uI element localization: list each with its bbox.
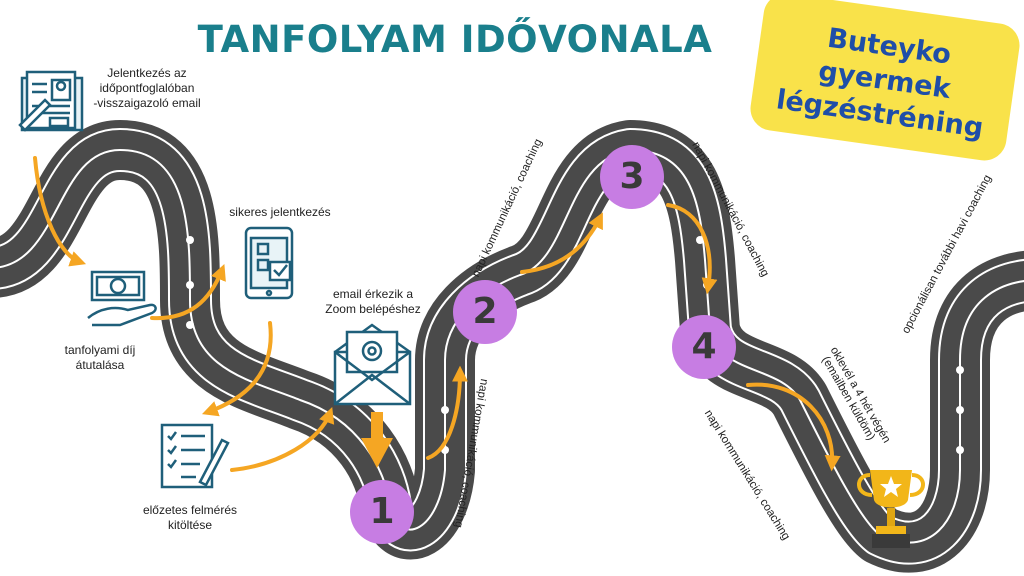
step-5-line-2: Zoom belépéshez [325, 302, 421, 316]
step-5-label: email érkezik a Zoom belépéshez [308, 287, 438, 317]
marker-2: 2 [453, 280, 517, 344]
trophy-icon [857, 470, 925, 548]
step-5-line-1: email érkezik a [332, 287, 414, 301]
course-name: Buteyko gyermek légzéstréning [750, 13, 1020, 150]
marker-4: 4 [672, 315, 736, 379]
marker-3: 3 [600, 145, 664, 209]
arrow-1 [33, 156, 87, 267]
arrow-2 [150, 264, 226, 321]
arrow-5 [426, 365, 468, 460]
step-3-label: sikeres jelentkezés [215, 205, 345, 220]
step-1-line-2: időpontfoglalóban [99, 81, 195, 95]
money-payment-icon [87, 270, 157, 327]
step-4-line-2: kitöltése [167, 518, 213, 532]
arrow-4 [230, 407, 335, 472]
step-2-line-2: átutalása [75, 358, 125, 372]
smartphone-icon [244, 226, 294, 300]
checklist-icon [160, 423, 230, 489]
step-2-label: tanfolyami díj átutalása [40, 343, 160, 373]
down-arrow-icon [361, 412, 393, 468]
marker-1: 1 [350, 480, 414, 544]
step-4-label: előzetes felmérés kitöltése [125, 503, 255, 533]
page-title: TANFOLYAM IDŐVONALA [197, 18, 713, 61]
step-1-label: Jelentkezés az időpontfoglalóban -vissza… [82, 66, 212, 111]
progress-arrows [33, 156, 841, 472]
step-2-line-1: tanfolyami díj [64, 343, 136, 357]
step-1-line-3: -visszaigazoló email [93, 96, 201, 110]
arrow-7 [666, 203, 718, 295]
arrow-8 [746, 382, 841, 472]
application-form-icon [18, 70, 84, 132]
step-1-line-1: Jelentkezés az [107, 66, 187, 80]
arrow-6 [520, 212, 603, 274]
step-4-line-1: előzetes felmérés [142, 503, 238, 517]
arrow-3 [201, 321, 273, 417]
email-envelope-icon [333, 323, 412, 406]
step-3-line-1: sikeres jelentkezés [229, 205, 331, 219]
